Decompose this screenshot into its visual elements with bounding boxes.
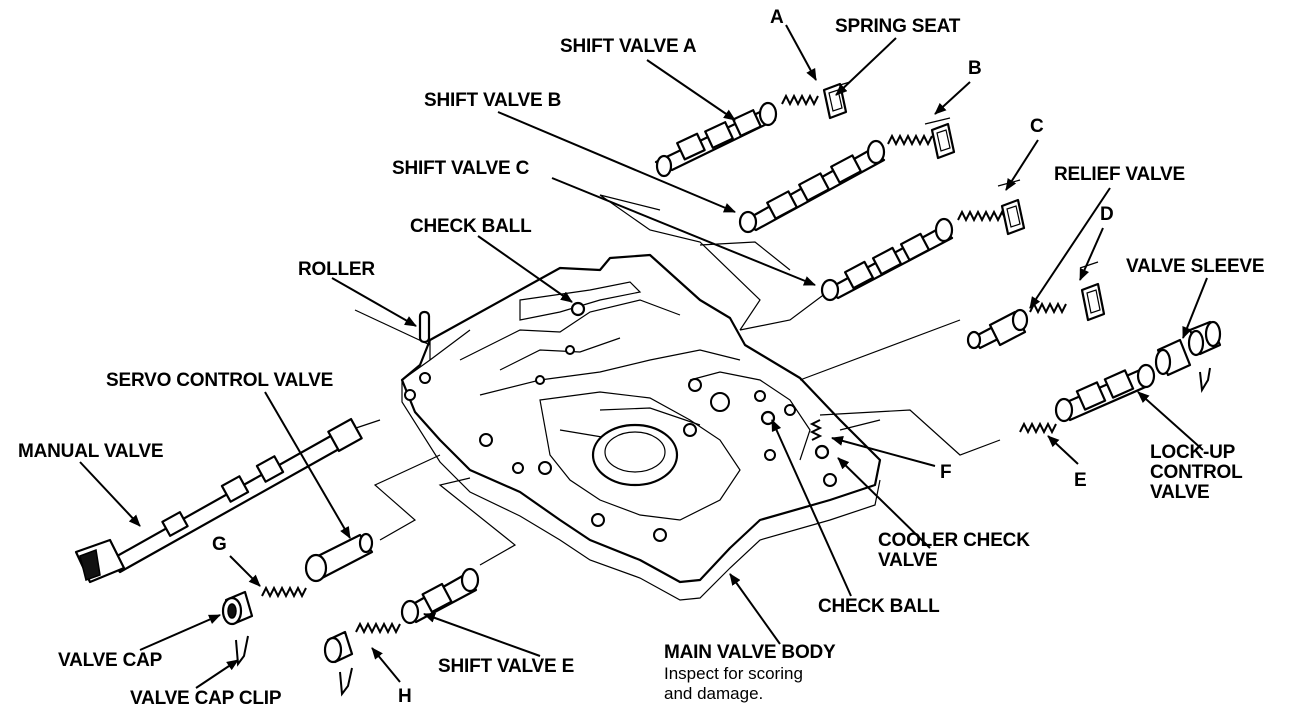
roller-part: [418, 310, 431, 344]
label-c: C: [1030, 116, 1044, 137]
label-d: D: [1100, 204, 1114, 225]
label-valve-sleeve: VALVE SLEEVE: [1126, 256, 1265, 277]
shift-valve-e-part: [323, 567, 480, 697]
relief-valve-part: [966, 282, 1106, 350]
assembly-guide-lines: [349, 81, 1099, 566]
shift-valve-c-part: [820, 198, 1026, 302]
label-shift-valve-e: SHIFT VALVE E: [438, 656, 575, 677]
label-roller: ROLLER: [298, 259, 375, 280]
label-lock-up-line1: LOCK-UP: [1150, 442, 1236, 463]
shift-valve-a-part: [654, 82, 848, 178]
label-check-ball-top: CHECK BALL: [410, 216, 532, 237]
servo-control-valve-part: [304, 532, 374, 583]
label-shift-valve-b: SHIFT VALVE B: [424, 90, 562, 111]
label-a: A: [770, 7, 784, 28]
manual-valve-part: [74, 417, 363, 584]
label-b: B: [968, 58, 982, 79]
valve-cap-part: [221, 585, 307, 667]
label-e: E: [1074, 470, 1087, 491]
label-cooler-check-line2: VALVE: [878, 550, 938, 571]
note-inspect-line1: Inspect for scoring: [664, 664, 803, 683]
label-shift-valve-a: SHIFT VALVE A: [560, 36, 697, 57]
label-g: G: [212, 534, 227, 555]
valve-sleeve-part: [1154, 320, 1222, 394]
label-main-valve-body: MAIN VALVE BODY: [664, 642, 836, 663]
label-h: H: [398, 686, 412, 707]
leader-arrows: [79, 24, 1208, 689]
label-f: F: [940, 462, 952, 483]
label-manual-valve: MANUAL VALVE: [18, 441, 164, 462]
label-lock-up-line3: VALVE: [1150, 482, 1210, 503]
lock-up-control-valve-part: [1019, 363, 1156, 435]
main-valve-body-part: [400, 253, 882, 601]
label-relief-valve: RELIEF VALVE: [1054, 164, 1185, 185]
shift-valve-b-part: [738, 122, 956, 234]
label-valve-cap: VALVE CAP: [58, 650, 163, 671]
label-valve-cap-clip: VALVE CAP CLIP: [130, 688, 282, 709]
label-shift-valve-c: SHIFT VALVE C: [392, 158, 530, 179]
label-servo-control-valve: SERVO CONTROL VALVE: [106, 370, 334, 391]
label-check-ball-bottom: CHECK BALL: [818, 596, 940, 617]
label-cooler-check-line1: COOLER CHECK: [878, 530, 1030, 551]
label-lock-up-line2: CONTROL: [1150, 462, 1243, 483]
label-spring-seat: SPRING SEAT: [835, 16, 961, 37]
note-inspect-line2: and damage.: [664, 684, 764, 703]
